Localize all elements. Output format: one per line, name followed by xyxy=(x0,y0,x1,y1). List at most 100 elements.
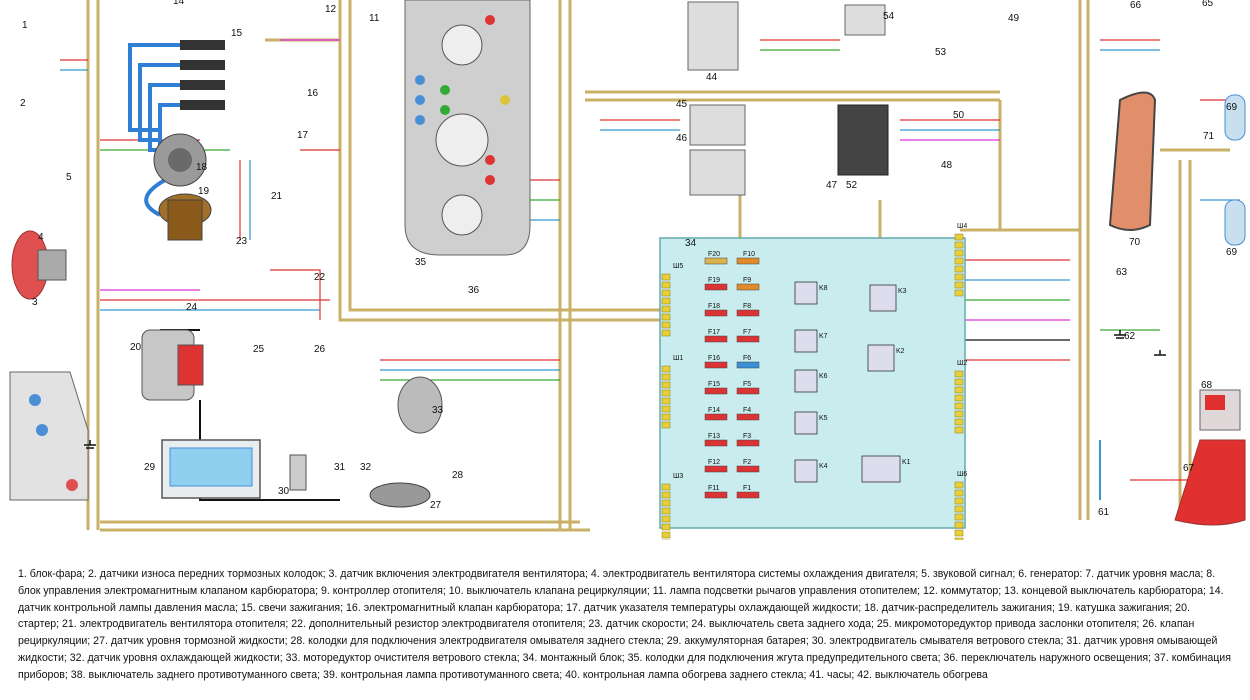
component-label-25: 25 xyxy=(253,344,265,355)
fuse-label-f5: F5 xyxy=(743,381,751,388)
component-label-19: 19 xyxy=(198,186,210,197)
connector-pin xyxy=(954,529,964,537)
connector-pin xyxy=(954,370,964,378)
heated-rear-window xyxy=(1108,91,1157,231)
fuse-f4 xyxy=(736,413,760,421)
component-label-24: 24 xyxy=(186,302,198,313)
fuse-label-f17: F17 xyxy=(708,329,720,336)
connector-pin xyxy=(661,297,671,305)
connector-pin xyxy=(661,491,671,499)
fuse-label-f4: F4 xyxy=(743,407,751,414)
rear-light-67 xyxy=(1174,439,1246,526)
ground-symbols xyxy=(84,330,1166,449)
component-label-32: 32 xyxy=(360,462,372,473)
instrument-cluster xyxy=(404,0,531,256)
battery xyxy=(161,439,261,499)
component-label-46: 46 xyxy=(676,133,688,144)
relay-k2 xyxy=(867,344,895,372)
connector-pin xyxy=(661,329,671,337)
component-label-16: 16 xyxy=(307,88,319,99)
legend-text: 1. блок-фара; 2. датчики износа передних… xyxy=(18,568,1234,681)
component-label-53: 53 xyxy=(935,47,947,58)
component-label-44: 44 xyxy=(706,72,718,83)
component-label-35: 35 xyxy=(415,257,427,268)
connector-pin xyxy=(954,265,964,273)
relay-k6 xyxy=(794,369,818,393)
relay-k1 xyxy=(861,455,901,483)
relay-k3 xyxy=(869,284,897,312)
component-label-63: 63 xyxy=(1116,267,1128,278)
component-label-66: 66 xyxy=(1130,0,1142,11)
component-label-33: 33 xyxy=(432,405,444,416)
component-label-17: 17 xyxy=(297,130,309,141)
fuse-f1 xyxy=(736,491,760,499)
fuse-label-f15: F15 xyxy=(708,381,720,388)
component-label-14: 14 xyxy=(173,0,185,7)
fuse-f5 xyxy=(736,387,760,395)
connector-label-5: Ш6 xyxy=(957,471,967,478)
component-label-18: 18 xyxy=(196,162,208,173)
component-label-52: 52 xyxy=(846,180,858,191)
component-label-22: 22 xyxy=(314,272,326,283)
connector-pin xyxy=(661,413,671,421)
fuse-label-f2: F2 xyxy=(743,459,751,466)
fuse-label-f10: F10 xyxy=(743,251,755,258)
component-label-27: 27 xyxy=(430,500,442,511)
fuse-f11 xyxy=(704,491,728,499)
component-label-65: 65 xyxy=(1202,0,1214,9)
signal-wires xyxy=(60,39,1240,501)
fuse-label-f18: F18 xyxy=(708,303,720,310)
relay-k7 xyxy=(794,329,818,353)
connector-pin xyxy=(954,505,964,513)
connector-pin xyxy=(954,281,964,289)
component-label-5: 5 xyxy=(66,172,72,183)
relay-k8 xyxy=(794,281,818,305)
component-label-12: 12 xyxy=(325,4,337,15)
connector-pin xyxy=(954,537,964,540)
connector-pin xyxy=(954,410,964,418)
component-label-36: 36 xyxy=(468,285,480,296)
mounting-block: F20F19F18F17F16F15F14F13F12F11F10F9F8F7F… xyxy=(659,223,967,540)
fuse-label-f14: F14 xyxy=(708,407,720,414)
connector-label-2: Ш3 xyxy=(673,473,683,480)
fuse-f6 xyxy=(736,361,760,369)
component-label-2: 2 xyxy=(20,98,26,109)
license-lamps xyxy=(1224,94,1246,246)
relay-label-k1: K1 xyxy=(902,459,911,466)
connector-pin xyxy=(661,321,671,329)
component-label-4: 4 xyxy=(38,232,44,243)
wiring-diagram-drawing: F20F19F18F17F16F15F14F13F12F11F10F9F8F7F… xyxy=(9,0,1246,540)
component-label-20: 20 xyxy=(130,342,142,353)
component-label-61: 61 xyxy=(1098,507,1110,518)
connector-pin xyxy=(661,281,671,289)
ignition-coil xyxy=(158,193,212,241)
component-label-49: 49 xyxy=(1008,13,1020,24)
rear-light-68 xyxy=(1199,389,1241,431)
fuse-f18 xyxy=(704,309,728,317)
component-label-68: 68 xyxy=(1201,380,1213,391)
relay-label-k6: K6 xyxy=(819,373,828,380)
connector-pin xyxy=(954,481,964,489)
component-label-31: 31 xyxy=(334,462,346,473)
washer-pump xyxy=(289,454,307,491)
relay-label-k2: K2 xyxy=(896,348,905,355)
connector-pin xyxy=(661,389,671,397)
ignition-leads xyxy=(128,43,180,217)
component-label-45: 45 xyxy=(676,99,688,110)
fuse-f8 xyxy=(736,309,760,317)
component-label-67: 67 xyxy=(1183,463,1195,474)
connector-pin xyxy=(954,241,964,249)
component-label-48: 48 xyxy=(941,160,953,171)
brake-fluid-reservoir xyxy=(369,482,431,508)
component-label-11: 11 xyxy=(369,13,380,24)
fuse-label-f13: F13 xyxy=(708,433,720,440)
component-label-28: 28 xyxy=(452,470,464,481)
switch-panels xyxy=(687,1,889,196)
fuse-f20 xyxy=(704,257,728,265)
component-label-69-second: 69 xyxy=(1226,247,1238,258)
fuse-f16 xyxy=(704,361,728,369)
connector-pin xyxy=(661,365,671,373)
connector-pin xyxy=(954,257,964,265)
